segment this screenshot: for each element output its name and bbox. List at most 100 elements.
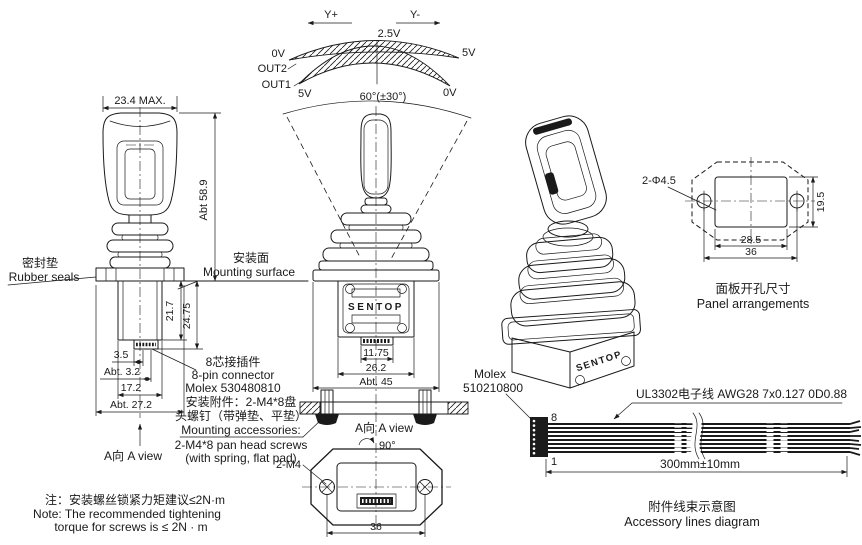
pin-1-label: 1 — [551, 456, 557, 468]
body-screw — [345, 284, 355, 294]
cable-length-label: 300mm±10mm — [660, 457, 740, 471]
note-line-2: Note: The recommended tightening — [33, 507, 221, 521]
rotation-label: 90° — [379, 440, 396, 452]
handle-top-curve — [109, 120, 171, 127]
wire-spec-leader — [613, 402, 633, 420]
panel-holes-label: 2-Φ4.5 — [642, 175, 676, 187]
travel-edge-right — [390, 120, 468, 260]
connector-tab-side — [360, 336, 394, 346]
dim-24-75-label: 24.75 — [181, 303, 193, 329]
dim-45-label: Abt. 45 — [359, 376, 392, 388]
travel-arc — [282, 100, 472, 119]
note-block: 注：安装螺丝锁紧力矩建议≤2N·m Note: The recommended … — [33, 492, 225, 534]
right-0v-label: 0V — [443, 87, 457, 99]
mounting-surface-leader — [177, 280, 199, 290]
accessories-cn-1: 安装附件：2-M4*8盘 — [186, 394, 297, 409]
out1-tick — [293, 80, 303, 87]
body-panel — [342, 283, 410, 334]
panel-outline — [691, 161, 809, 241]
center-voltage-label: 2.5V — [378, 28, 401, 40]
cable-part-label: 510210800 — [463, 381, 523, 395]
connector-pn: Molex 530480810 — [185, 381, 281, 395]
y-minus-label: Y- — [410, 9, 420, 21]
out1-band — [298, 45, 451, 87]
iso-view: SENTOP — [501, 115, 641, 389]
travel-edge-left — [286, 116, 362, 260]
iso-neck-1 — [547, 220, 589, 238]
wire-frayed-ends — [849, 420, 862, 456]
accessories-cn-2: 头螺钉（带弹垫、平垫） — [175, 408, 307, 423]
connector-latch-dots — [532, 419, 536, 455]
pin-8-label: 8 — [551, 412, 557, 424]
iso-plate-outline — [501, 309, 641, 345]
connector-leader — [151, 348, 197, 371]
iso-bellows-top-1 — [535, 233, 602, 255]
body-screw — [397, 284, 407, 294]
front-view: 23.4 MAX. Abt 58.9 21.7 24.75 3.5 Abt. 3… — [7, 95, 309, 463]
body-screw — [397, 323, 407, 333]
connector-tab — [133, 339, 159, 350]
iso-screw — [621, 356, 631, 366]
wire-color-marks — [674, 421, 788, 455]
side-view: SENTOP 11.75 26.2 Abt. 45 — [312, 106, 440, 436]
a-view-label: A向 A view — [104, 448, 162, 463]
connector-en: 8-pin connector — [192, 368, 275, 382]
iso-head — [525, 115, 607, 225]
iso-plate-inner — [507, 313, 635, 341]
iso-bellows-1 — [526, 236, 614, 274]
left-0v-label: 0V — [272, 48, 286, 60]
iso-brand-logo: SENTOP — [575, 349, 624, 374]
iso-head-outline — [525, 115, 607, 225]
dim-3-2-label: Abt. 3.2 — [104, 366, 140, 378]
cable-maker-label: Molex — [474, 367, 506, 381]
y-plus-label: Y+ — [324, 9, 338, 21]
handle-head-inner — [363, 119, 389, 195]
screw-callout-label: 2-M4 — [276, 459, 301, 471]
mounting-surface-en: Mounting surface — [203, 265, 295, 279]
dim-height-label: Abt 58.9 — [198, 180, 210, 221]
iso-head-inner — [536, 129, 597, 214]
dim-width-label: 23.4 MAX. — [114, 95, 165, 107]
dim-3-5-label: 3.5 — [114, 349, 129, 361]
rotation-arc-icon — [358, 436, 375, 446]
iso-screw — [575, 375, 585, 385]
dim-21-7-label: 21.7 — [164, 301, 176, 322]
right-5v-label: 5V — [462, 47, 476, 59]
iso-body-side — [569, 331, 635, 389]
output-curve-diagram: Y+ Y- 2.5V 0V OUT2 OUT1 5V 5V 0V 60°(±30… — [258, 9, 476, 260]
out2-label: OUT2 — [258, 63, 287, 75]
panel-cutout-view: 2-Φ4.5 19.5 28.5 36 面板开孔尺寸 Panel arrange… — [642, 157, 827, 311]
dim-26-2-label: 26.2 — [366, 362, 387, 374]
annotations-block: 安装面 Mounting surface 8芯接插件 8-pin connect… — [151, 250, 322, 465]
cable-connector — [530, 417, 548, 457]
iso-bellows-3 — [510, 281, 636, 327]
handle-head-outline — [102, 112, 178, 216]
handle-head-side — [360, 113, 392, 199]
panel-caption-en: Panel arrangements — [697, 297, 810, 311]
accessories-en-2: 2-M4*8 pan head screws — [175, 438, 308, 452]
accessories-en-3: (with spring, flat pad) — [185, 451, 296, 465]
connector-cn: 8芯接插件 — [206, 354, 261, 369]
angle-label: 60°(±30°) — [360, 91, 407, 103]
panel-holes-leader — [667, 186, 717, 211]
iso-base-plate — [501, 309, 641, 345]
break-line-1 — [692, 412, 700, 460]
dim-36-label: 36 — [370, 521, 382, 533]
cable-caption-en: Accessory lines diagram — [624, 515, 759, 529]
seal-label-en: Rubber seals — [9, 270, 80, 284]
base-octagon — [310, 448, 443, 526]
seal-leader — [7, 276, 97, 286]
handle-grip-inner — [124, 148, 156, 200]
dim-11-75-label: 11.75 — [363, 347, 389, 359]
seal-label-cn: 密封垫 — [22, 255, 58, 270]
panel-caption-cn: 面板开孔尺寸 — [715, 282, 790, 296]
cable-assembly: Molex 510210800 8 1 UL3302电子 — [463, 367, 862, 529]
iso-grip-bar — [533, 118, 572, 135]
iso-bellows-top-3 — [519, 277, 625, 305]
body-screw — [345, 323, 355, 333]
dim-27-2-label: Abt. 27.2 — [110, 399, 152, 411]
bottom-view: A向 A view 90° 2-M4 36 — [276, 389, 469, 537]
iso-neck-2 — [542, 227, 594, 247]
